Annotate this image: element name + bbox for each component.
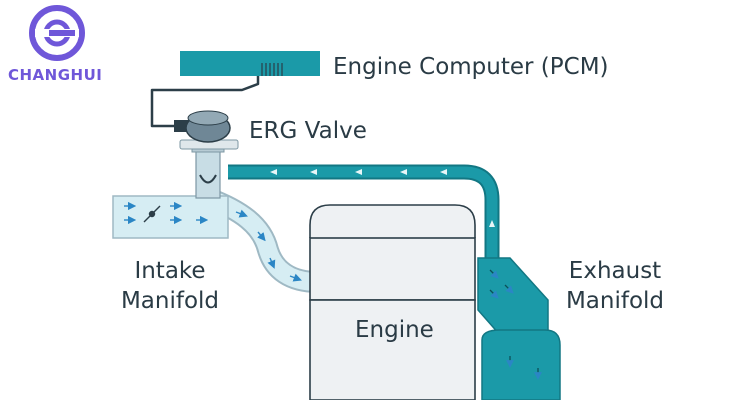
intake-manifold-label: Intake Manifold [110, 256, 230, 316]
throttle-valve-icon [143, 205, 161, 223]
pcm-label: Engine Computer (PCM) [333, 54, 609, 80]
erg-valve-body [174, 110, 239, 150]
intake-flow-arrows [124, 201, 209, 225]
engine-label: Engine [355, 317, 434, 343]
exhaust-manifold-label: Exhaust Manifold [555, 256, 675, 316]
intake-label-line2: Manifold [120, 288, 220, 314]
valve-stem [195, 147, 221, 199]
egr-flow-arrows [270, 169, 495, 227]
exhaust-label-line1: Exhaust [568, 258, 662, 284]
intake-runner-arrows [235, 209, 302, 282]
pcm-box [180, 51, 320, 76]
brand-name: CHANGHUI [8, 66, 103, 84]
pcm-connector [261, 63, 283, 76]
exhaust-label-line2: Manifold [565, 288, 665, 314]
intake-manifold-box [112, 195, 229, 239]
erg-valve-label: ERG Valve [249, 118, 367, 144]
logo-ring-icon [29, 5, 85, 61]
pcm-wire [150, 76, 260, 128]
intake-label-line1: Intake [134, 258, 206, 284]
exhaust-manifold [477, 257, 561, 400]
engine-block [309, 204, 476, 400]
